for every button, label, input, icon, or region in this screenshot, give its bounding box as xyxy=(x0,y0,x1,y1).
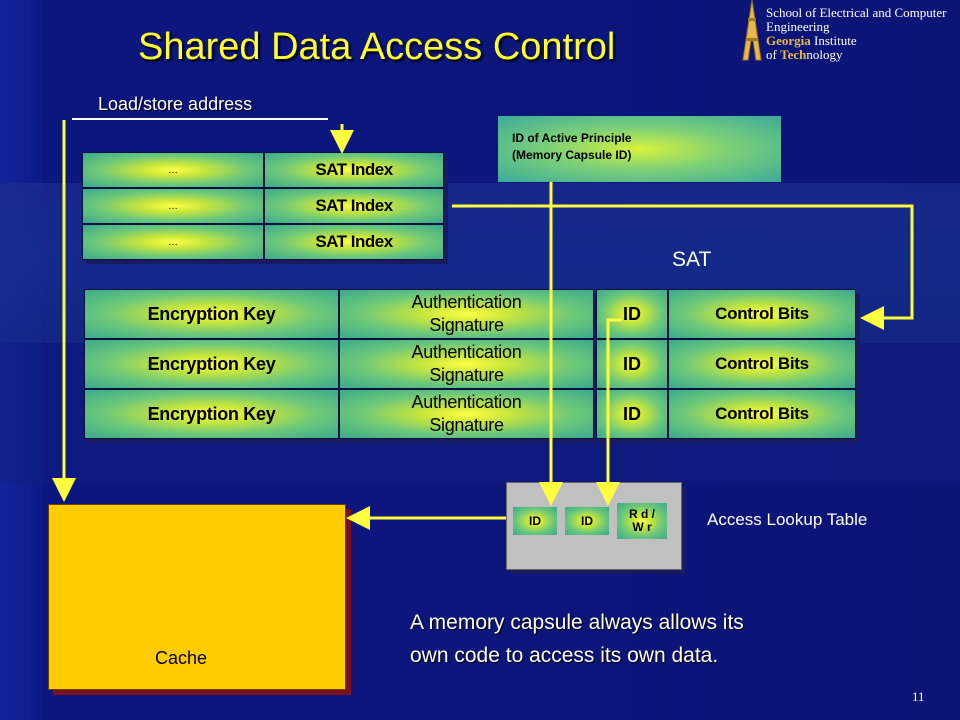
wire-sat-index-to-sat xyxy=(452,204,914,330)
sat-index-cell-1: SAT Index xyxy=(264,152,444,188)
sat-index-cell-2: SAT Index xyxy=(264,188,444,224)
encryption-key-label-3: Encryption Key xyxy=(147,403,276,424)
institution-logo: School of Electrical and Computer Engine… xyxy=(766,6,947,62)
lookup-wr-label: W r xyxy=(632,520,652,534)
auth-line-2b: Signature xyxy=(429,365,504,385)
id-label-1: ID xyxy=(623,303,641,324)
lookup-rd-label: R d / xyxy=(629,507,655,521)
active-principle-line-1: ID of Active Principle xyxy=(512,131,632,145)
sat-index-label-3: SAT Index xyxy=(315,232,393,251)
note-text: A memory capsule always allows its own c… xyxy=(410,606,744,672)
note-line-1: A memory capsule always allows its xyxy=(410,611,744,634)
auth-line-1b: Signature xyxy=(429,315,504,335)
encryption-key-cell-3: Encryption Key xyxy=(84,389,339,439)
lookup-id-label-1: ID xyxy=(529,514,541,528)
active-principle-id-box: ID of Active Principle (Memory Capsule I… xyxy=(498,116,781,182)
cache-box xyxy=(48,504,346,690)
lookup-id-label-2: ID xyxy=(581,514,593,528)
id-label-2: ID xyxy=(623,353,641,374)
load-store-address-label: Load/store address xyxy=(98,94,253,114)
control-bits-cell-2: Control Bits xyxy=(668,339,856,389)
lookup-rdwr-cell: R d /W r xyxy=(617,503,667,539)
control-bits-label-1: Control Bits xyxy=(715,304,809,323)
sat-index-dots-cell-2: … xyxy=(82,188,264,224)
logo-georgia: Georgia xyxy=(766,33,811,48)
dots-3: … xyxy=(168,236,178,248)
auth-line-3a: Authentication xyxy=(411,392,522,412)
logo-tech: Tech xyxy=(780,47,807,62)
logo-nology: nology xyxy=(806,47,843,62)
wire-sat-id-down xyxy=(596,318,622,506)
logo-of: of xyxy=(766,47,781,62)
logo-line-2: Engineering xyxy=(766,19,830,34)
dots-1: … xyxy=(168,164,178,176)
sat-index-cell-3: SAT Index xyxy=(264,224,444,260)
sat-index-label-2: SAT Index xyxy=(315,196,393,215)
page-number: 11 xyxy=(912,689,925,704)
active-principle-line-2: (Memory Capsule ID) xyxy=(512,148,632,162)
sat-index-label-1: SAT Index xyxy=(315,160,393,179)
logo-line-3: Georgia Institute xyxy=(766,34,947,48)
access-lookup-panel: ID ID R d /W r xyxy=(506,482,682,570)
encryption-key-label-2: Encryption Key xyxy=(147,353,276,374)
load-store-underline xyxy=(72,118,328,120)
sat-index-dots-cell-1: … xyxy=(82,152,264,188)
control-bits-label-2: Control Bits xyxy=(715,354,809,373)
auth-line-1a: Authentication xyxy=(411,292,522,312)
control-bits-cell-3: Control Bits xyxy=(668,389,856,439)
encryption-key-cell-1: Encryption Key xyxy=(84,289,339,339)
encryption-key-cell-2: Encryption Key xyxy=(84,339,339,389)
lookup-id-cell-1: ID xyxy=(513,507,557,535)
sat-label: SAT xyxy=(672,248,712,271)
id-label-3: ID xyxy=(623,403,641,424)
slide-title: Shared Data Access Control xyxy=(138,26,616,68)
encryption-key-label-1: Encryption Key xyxy=(147,303,276,324)
id-cell-1: ID xyxy=(596,289,668,339)
auth-line-2a: Authentication xyxy=(411,342,522,362)
access-lookup-label: Access Lookup Table xyxy=(707,510,868,529)
control-bits-cell-1: Control Bits xyxy=(668,289,856,339)
note-line-2: own code to access its own data. xyxy=(410,644,719,667)
control-bits-label-3: Control Bits xyxy=(715,404,809,423)
auth-line-3b: Signature xyxy=(429,415,504,435)
dots-2: … xyxy=(168,200,178,212)
cache-label: Cache xyxy=(155,648,208,668)
lookup-id-cell-2: ID xyxy=(565,507,609,535)
logo-line-1: School of Electrical and Computer xyxy=(766,5,947,20)
tower-logo-icon xyxy=(742,0,762,61)
sat-index-dots-cell-3: … xyxy=(82,224,264,260)
logo-institute: Institute xyxy=(810,33,857,48)
logo-line-4: of Technology xyxy=(766,48,947,62)
